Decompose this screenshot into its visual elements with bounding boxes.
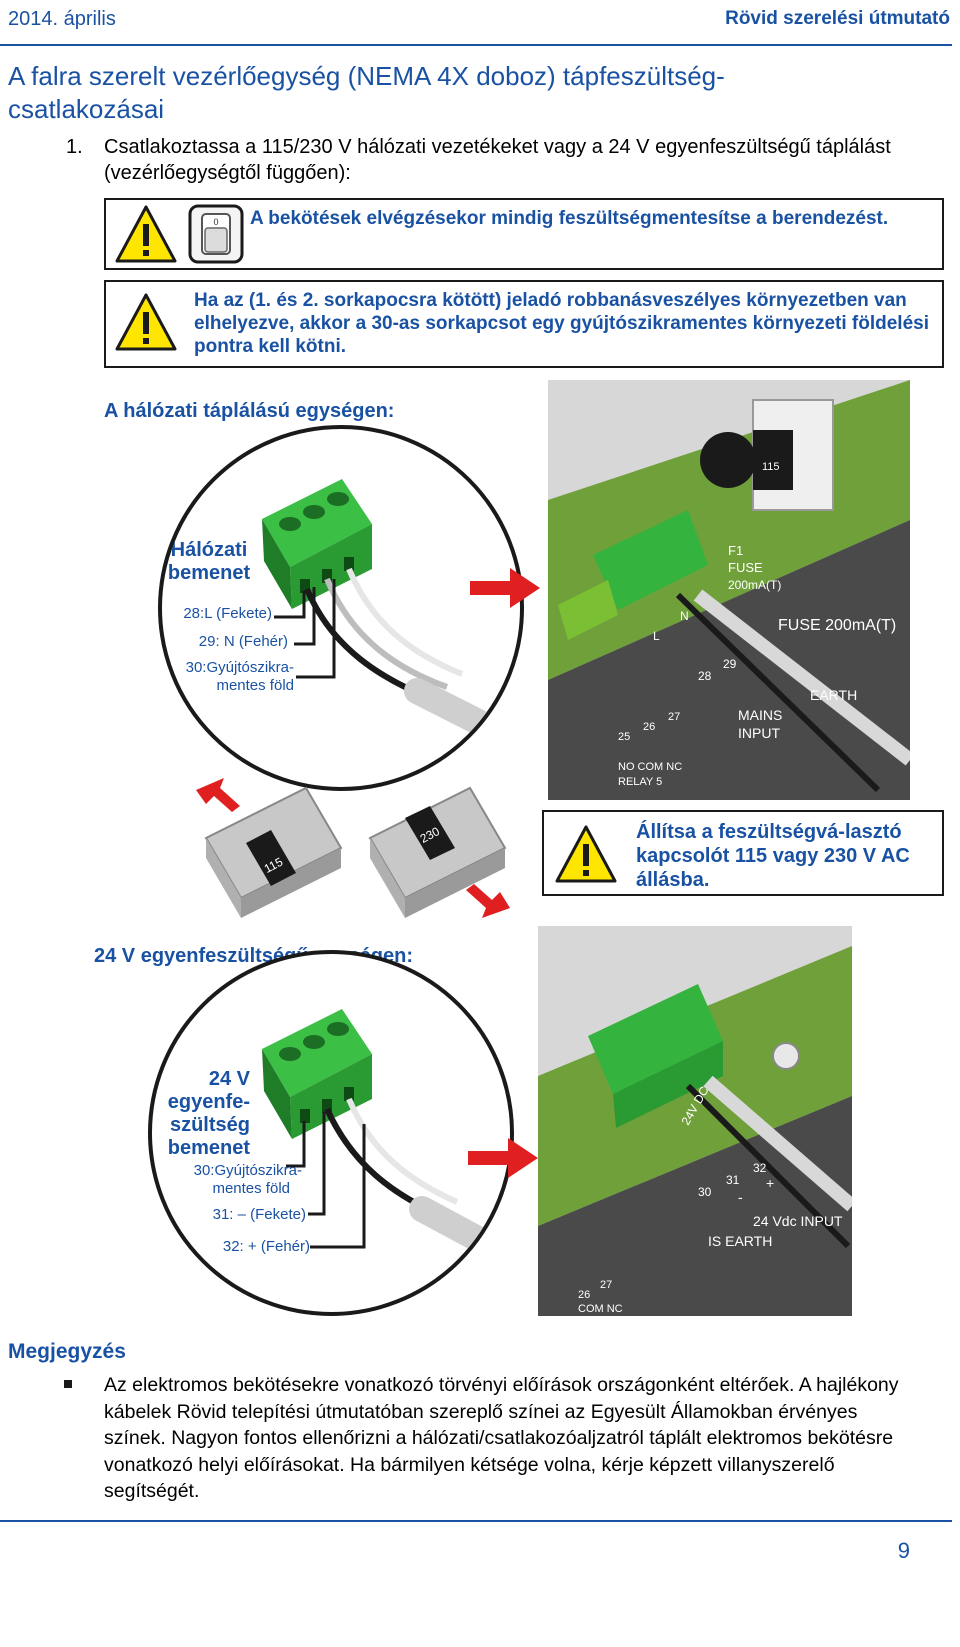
svg-text:-: - — [738, 1189, 743, 1205]
warning-box-power-off: 0 A bekötések elvégzésekor mindig feszül… — [104, 198, 944, 270]
svg-text:30: 30 — [698, 1185, 712, 1199]
section-title: A falra szerelt vezérlőegység (NEMA 4X d… — [8, 61, 725, 124]
svg-text:25: 25 — [618, 731, 630, 743]
dc-board-photo: 24V DC 30 31 32 - + IS EARTH 24 Vdc INPU… — [538, 926, 857, 1316]
arrow-right-icon — [470, 568, 540, 608]
svg-text:31: 31 — [726, 1173, 740, 1187]
svg-text:+: + — [766, 1175, 774, 1191]
svg-text:RELAY 5: RELAY 5 — [618, 776, 662, 788]
mains-board-photo: 115 L N F1 FUSE 200mA(T) FUSE 200mA(T) 2… — [548, 380, 915, 800]
wire-30-label-line2: mentes föld — [216, 677, 294, 694]
header-title: Rövid szerelési útmutató — [725, 8, 950, 29]
wire-29-label: 29: N (Fehér) — [198, 633, 288, 650]
svg-text:INPUT: INPUT — [738, 725, 780, 741]
svg-text:28: 28 — [698, 669, 712, 683]
dc-input-label: 24 V egyenfe-szültség bemenet — [167, 1068, 250, 1159]
svg-text:N: N — [680, 609, 689, 623]
header-rule — [0, 44, 952, 46]
dc-board-drawing: 24V DC 30 31 32 - + IS EARTH 24 Vdc INPU… — [538, 926, 857, 1316]
mains-heading: A hálózati táplálású egységen: — [104, 400, 395, 422]
mains-terminal-illustration — [262, 479, 505, 742]
svg-text:COM NC: COM NC — [578, 1303, 623, 1315]
mains-board-drawing: 115 L N F1 FUSE 200mA(T) FUSE 200mA(T) 2… — [548, 380, 915, 800]
bullet-icon — [64, 1380, 72, 1388]
svg-text:29: 29 — [723, 657, 737, 671]
selector-switch-230: 230 — [368, 786, 510, 918]
warning-box-hazardous: Ha az (1. és 2. sorkapocsra kötött) jela… — [104, 280, 944, 368]
mains-input-label: Hálózati bemenet — [167, 539, 251, 584]
warning-box-voltage-selector: Állítsa a feszültségvá-lasztó kapcsolót … — [542, 810, 944, 896]
step-text: Csatlakoztassa a 115/230 V hálózati veze… — [104, 136, 891, 184]
svg-text:26: 26 — [643, 721, 655, 733]
dc-wire-30-label-line1: 30:Gyújtószikra- — [193, 1162, 302, 1179]
svg-text:200mA(T): 200mA(T) — [728, 578, 781, 592]
dc-wire-30-label-line2: mentes föld — [212, 1180, 290, 1197]
wire-30-label-line1: 30:Gyújtószikra- — [185, 659, 294, 676]
warning-power-off-text: A bekötések elvégzésekor mindig feszülts… — [250, 208, 889, 229]
mains-connector-detail: Hálózati bemenet 28:L (Fekete) 29: N (Fe… — [158, 425, 524, 791]
warning-hazardous-text: Ha az (1. és 2. sorkapocsra kötött) jela… — [194, 290, 929, 357]
footer-rule — [0, 1520, 952, 1522]
svg-text:IS EARTH: IS EARTH — [708, 1233, 772, 1249]
svg-text:27: 27 — [600, 1279, 612, 1291]
arrow-right-icon — [468, 1138, 538, 1178]
warning-triangle-icon — [555, 825, 617, 883]
svg-text:FUSE 200mA(T): FUSE 200mA(T) — [778, 617, 896, 634]
wire-28-label: 28:L (Fekete) — [183, 605, 272, 622]
svg-text:NO COM NC: NO COM NC — [618, 761, 682, 773]
svg-text:0: 0 — [213, 217, 218, 227]
step-number: 1. — [66, 136, 83, 158]
wire-31-label: 31: – (Fekete) — [212, 1206, 306, 1223]
svg-text:FUSE: FUSE — [728, 560, 763, 575]
selector-switch-115: 115 — [196, 778, 343, 918]
power-switch-icon: 0 — [188, 204, 244, 264]
board-switch-label: 115 — [762, 461, 780, 473]
svg-text:32: 32 — [753, 1161, 767, 1175]
warning-triangle-icon — [115, 205, 177, 263]
svg-text:EARTH: EARTH — [810, 687, 857, 703]
svg-text:F1: F1 — [728, 543, 743, 558]
wire-32-label: 32: + (Fehér) — [222, 1238, 310, 1255]
dc-connector-detail: 24 V egyenfe-szültség bemenet 30:Gyújtós… — [148, 950, 514, 1316]
svg-text:27: 27 — [668, 711, 680, 723]
note-text: Az elektromos bekötésekre vonatkozó törv… — [104, 1374, 899, 1502]
svg-text:MAINS: MAINS — [738, 707, 782, 723]
note-heading: Megjegyzés — [8, 1340, 126, 1363]
page-number: 9 — [897, 1538, 910, 1563]
dc-terminal-illustration — [262, 1009, 500, 1257]
svg-text:26: 26 — [578, 1289, 590, 1301]
svg-text:L: L — [653, 629, 660, 643]
warning-voltage-selector-text: Állítsa a feszültségvá-lasztó kapcsolót … — [636, 821, 910, 891]
header-date: 2014. április — [8, 8, 116, 30]
svg-text:24 Vdc INPUT: 24 Vdc INPUT — [753, 1213, 843, 1229]
warning-triangle-icon — [115, 293, 177, 351]
